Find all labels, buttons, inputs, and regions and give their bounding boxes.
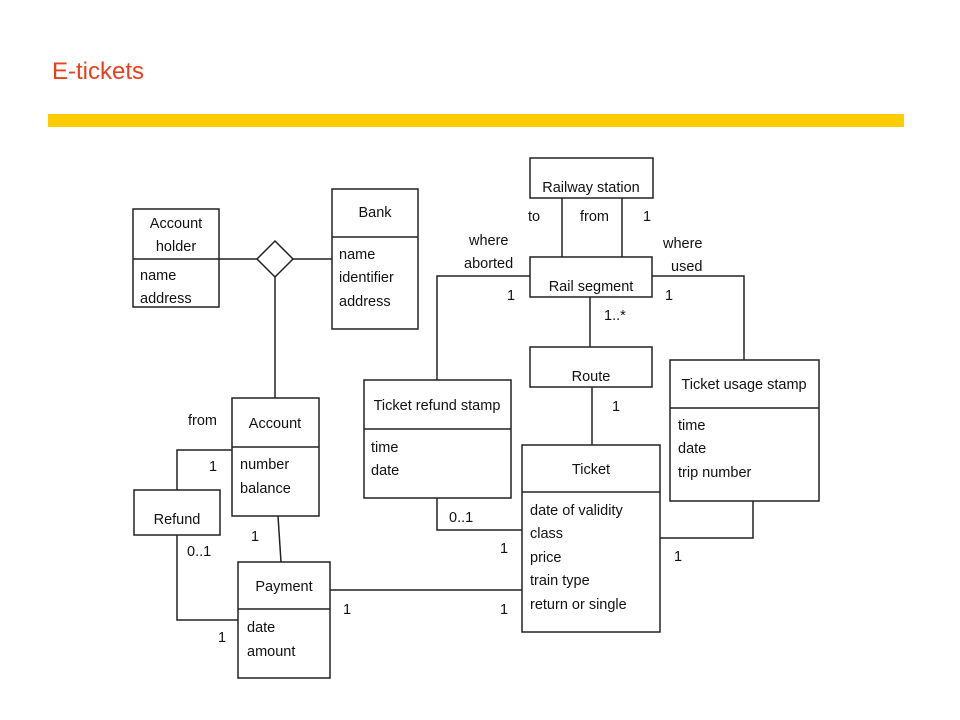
ticket-attr-train-type: train type (530, 573, 590, 589)
multiplicity-station-one: 1 (643, 209, 651, 225)
link-usage-stamp-ticket (660, 501, 754, 539)
link-refund-stamp-ticket (436, 498, 522, 531)
payment-title: Payment (255, 579, 312, 595)
association-labels: to from 1 where aborted where used 1 1 1… (187, 209, 703, 646)
slide-title: E-tickets (52, 58, 145, 85)
bank-attr-address: address (339, 294, 391, 310)
association-diamond-icon (255, 239, 295, 279)
multiplicity-ticket-payment-one: 1 (500, 602, 508, 618)
link-segment-refund-stamp (436, 275, 530, 380)
multiplicity-payment-one: 1 (343, 602, 351, 618)
multiplicity-segment-many: 1..* (604, 308, 626, 324)
ticket-refund-stamp-attr-date: date (371, 463, 399, 479)
payment-attr-date: date (247, 620, 275, 636)
ticket-refund-stamp-attr-time: time (371, 440, 398, 456)
class-rail-segment: Rail segment (529, 256, 653, 298)
multiplicity-account-payment-one: 1 (251, 529, 259, 545)
association-lines (176, 198, 754, 621)
role-where-used-line2: used (671, 259, 702, 275)
class-bank: Bank name identifier address (331, 188, 419, 330)
class-railway-station: Railway station (529, 157, 654, 199)
route-title: Route (572, 369, 611, 385)
bank-title: Bank (358, 205, 392, 221)
title-accent-bar (48, 114, 904, 127)
account-holder-attr-name: name (140, 268, 176, 284)
account-holder-attr-address: address (140, 291, 192, 307)
class-payment: Payment date amount (237, 561, 331, 679)
multiplicity-segment-left-one: 1 (507, 288, 515, 304)
account-holder-name-line1: Account (150, 216, 202, 232)
ticket-attr-return-or-single: return or single (530, 597, 627, 613)
account-attr-balance: balance (240, 481, 291, 497)
ticket-attr-price: price (530, 550, 561, 566)
class-ticket: Ticket date of validity class price trai… (521, 444, 661, 633)
ticket-usage-stamp-attr-date: date (678, 441, 706, 457)
link-account-refund (176, 449, 232, 490)
class-route: Route (529, 346, 653, 388)
multiplicity-segment-right-one: 1 (665, 288, 673, 304)
ticket-usage-stamp-attr-trip-number: trip number (678, 465, 752, 481)
ticket-attr-class: class (530, 526, 563, 542)
account-holder-name-line2: holder (156, 239, 196, 255)
multiplicity-ticket-refund-one: 1 (500, 541, 508, 557)
class-ticket-usage-stamp: Ticket usage stamp time date trip number (669, 359, 820, 502)
bank-attr-name: name (339, 247, 375, 263)
multiplicity-refund-zero-one: 0..1 (187, 544, 211, 560)
role-from-account: from (188, 413, 217, 429)
link-refund-payment (176, 535, 238, 621)
link-segment-usage-stamp (652, 275, 745, 360)
rail-segment-title: Rail segment (549, 279, 634, 295)
account-title: Account (249, 416, 301, 432)
multiplicity-route-one: 1 (612, 399, 620, 415)
class-ticket-refund-stamp: Ticket refund stamp time date (363, 379, 512, 499)
account-attr-number: number (240, 457, 289, 473)
multiplicity-account-refund-one: 1 (209, 459, 217, 475)
ticket-attr-date-of-validity: date of validity (530, 503, 623, 519)
ticket-usage-stamp-title: Ticket usage stamp (681, 377, 806, 393)
class-account: Account number balance (231, 397, 320, 517)
multiplicity-ticket-usage-one: 1 (674, 549, 682, 565)
railway-station-title: Railway station (542, 180, 640, 196)
ticket-title: Ticket (572, 462, 610, 478)
role-where-aborted-line1: where (468, 233, 509, 249)
role-to: to (528, 209, 540, 225)
link-account-payment (277, 515, 282, 563)
role-where-used-line1: where (662, 236, 703, 252)
ticket-usage-stamp-attr-time: time (678, 418, 705, 434)
payment-attr-amount: amount (247, 644, 295, 660)
bank-attr-identifier: identifier (339, 270, 394, 286)
class-account-holder: Account holder name address (132, 208, 220, 308)
refund-title: Refund (154, 512, 201, 528)
ticket-refund-stamp-title: Ticket refund stamp (374, 398, 501, 414)
class-refund: Refund (133, 489, 221, 536)
role-where-aborted-line2: aborted (464, 256, 513, 272)
multiplicity-refund-stamp-zero-one: 0..1 (449, 510, 473, 526)
multiplicity-refund-payment-one: 1 (218, 630, 226, 646)
role-from-station: from (580, 209, 609, 225)
